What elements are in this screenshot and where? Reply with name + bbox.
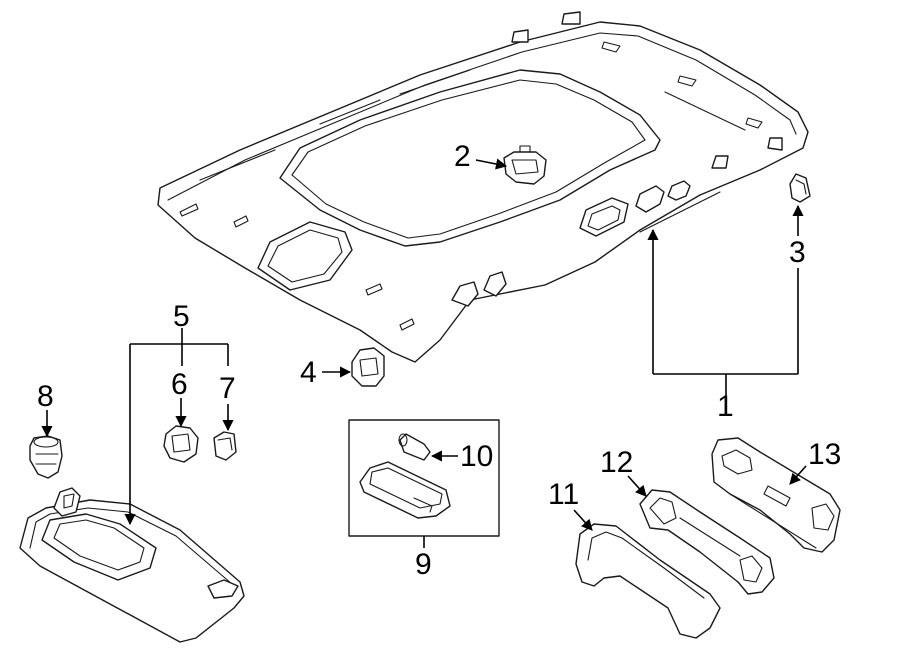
callout-11: 11 bbox=[548, 478, 579, 511]
callout-3: 3 bbox=[789, 236, 806, 269]
callout-1: 1 bbox=[717, 390, 734, 423]
part-2-clip bbox=[503, 145, 547, 185]
leader-lines bbox=[41, 158, 807, 548]
part-7-bracket bbox=[213, 431, 237, 461]
sun-visor bbox=[19, 487, 245, 643]
callout-8: 8 bbox=[37, 380, 54, 413]
part-10-bulb bbox=[398, 433, 431, 461]
callout-7: 7 bbox=[219, 372, 236, 405]
part-11-grab-handle bbox=[575, 523, 721, 639]
part-12-handle-bracket bbox=[639, 489, 775, 595]
callout-12: 12 bbox=[600, 446, 633, 479]
callout-4: 4 bbox=[300, 356, 317, 389]
part-13-bracket bbox=[711, 437, 841, 553]
part-9-lamp-box bbox=[348, 419, 500, 537]
part-3-clip bbox=[789, 173, 811, 203]
callout-2: 2 bbox=[454, 140, 471, 173]
part-6-clip bbox=[163, 425, 199, 463]
callout-numbers: 1 2 3 4 5 6 7 8 9 10 11 12 13 bbox=[37, 140, 841, 581]
headliner-panel bbox=[157, 11, 809, 363]
callout-6: 6 bbox=[171, 368, 188, 401]
callout-10: 10 bbox=[460, 440, 493, 473]
callout-13: 13 bbox=[808, 438, 841, 471]
callout-5: 5 bbox=[173, 300, 190, 333]
part-4-clip bbox=[351, 347, 385, 387]
part-8-knob bbox=[29, 435, 63, 479]
callout-9: 9 bbox=[415, 548, 432, 581]
